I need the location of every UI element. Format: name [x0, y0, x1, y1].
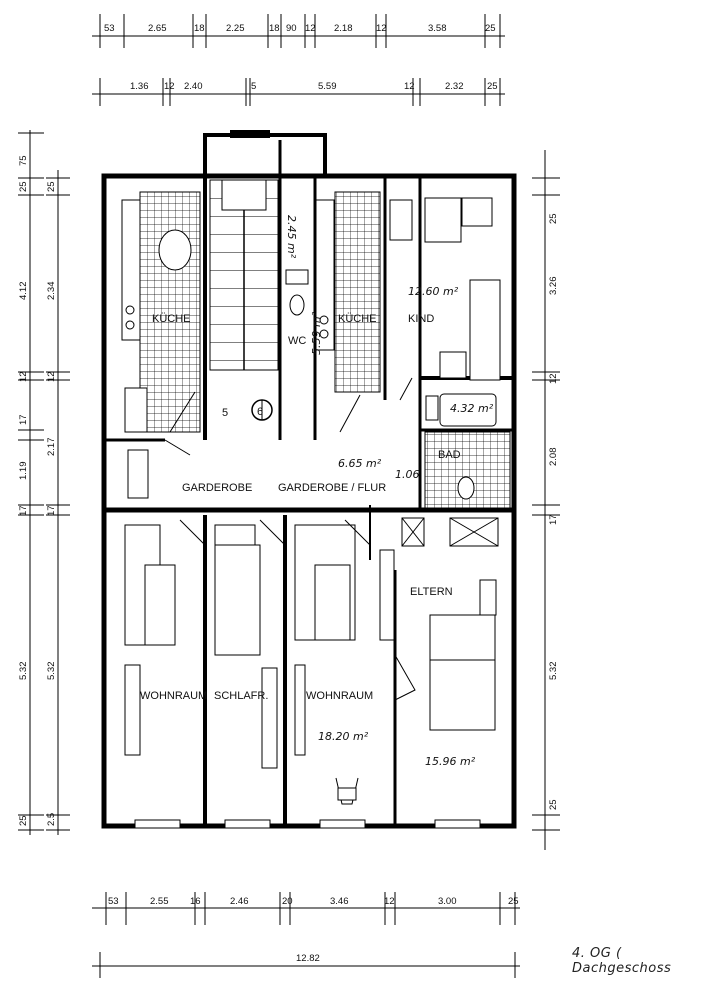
dim-right-0: 25: [548, 213, 559, 224]
dimension-bottom-row1: 53 2.55 16 2.46 20 3.46 12 3.00 25: [92, 892, 520, 925]
dim-bot-7: 3.00: [438, 896, 457, 907]
dim-bot-2: 16: [190, 896, 201, 907]
round-table-left: [158, 229, 192, 271]
door-swings: [164, 377, 416, 701]
dim-top2-6: 2.32: [445, 81, 464, 92]
dim-bot-0: 53: [108, 896, 119, 907]
windows: [134, 819, 481, 829]
area-flur: 6.65 m²: [338, 457, 382, 470]
dim-right-2: 12: [548, 373, 559, 384]
interior-walls: [104, 140, 514, 826]
room-label-kueche-left: KÜCHE: [152, 313, 191, 325]
dim-left1-1: 25: [18, 181, 29, 192]
room-label-schlafr: SCHLAFR.: [214, 690, 268, 702]
dim-left2-1: 2.34: [46, 282, 57, 301]
dim-top1-6: 12: [305, 23, 316, 34]
fixtures: [121, 197, 501, 805]
dimension-right: 25 3.26 12 2.08 17 5.32 25: [532, 150, 560, 850]
area-bad: 4.32 m²: [450, 402, 494, 415]
dim-bot-6: 12: [384, 896, 395, 907]
dim-top2-0: 1.36: [130, 81, 149, 92]
dim-left1-2: 4.12: [18, 282, 29, 301]
dim-bot-3: 2.46: [230, 896, 249, 907]
dim-top2-4: 5.59: [318, 81, 337, 92]
dim-bot-1: 2.55: [150, 896, 169, 907]
staircase: 5 6: [209, 179, 279, 421]
dim-left2-2: 12: [46, 371, 57, 382]
dim-left1-8: 25: [18, 815, 29, 826]
dim-top2-1: 12: [164, 81, 175, 92]
room-label-garderobe-flur: GARDEROBE / FLUR: [278, 482, 386, 494]
stair-number-5: 5: [222, 407, 228, 419]
dim-top1-2: 18: [194, 23, 205, 34]
dim-bot-5: 3.46: [330, 896, 349, 907]
tiled-floors: [139, 191, 511, 509]
dim-left1-3: 12: [18, 371, 29, 382]
dim-top2-5: 12: [404, 81, 415, 92]
dim-right-1: 3.26: [548, 277, 559, 296]
room-label-kind: KIND: [408, 313, 434, 325]
dim-left1-0: 75: [18, 155, 29, 166]
area-kind: 12.60 m²: [408, 285, 459, 298]
area-kueche-right: 5.59 m²: [310, 311, 323, 355]
dim-left2-4: 17: [46, 505, 57, 516]
dim-bot-8: 25: [508, 896, 519, 907]
dim-left2-6: 2.5: [46, 813, 57, 826]
dim-left2-0: 25: [46, 181, 57, 192]
dim-top1-1: 2.65: [148, 23, 167, 34]
bathtub-icon: [439, 393, 497, 427]
room-label-wc: WC: [288, 335, 306, 347]
room-label-kueche-right: KÜCHE: [338, 313, 377, 325]
outer-walls: [101, 130, 517, 829]
area-annotations: 12.60 m² 4.32 m² 6.65 m² 1.06 18.20 m² 1…: [285, 215, 494, 768]
area-wc: 2.45 m²: [285, 215, 298, 259]
stair-number-6: 6: [257, 406, 263, 418]
dim-top1-10: 25: [485, 23, 496, 34]
room-labels: KÜCHE WC KÜCHE KIND BAD GARDEROBE GARDER…: [140, 313, 461, 702]
dim-bot-total: 12.82: [296, 953, 320, 964]
dim-bot-4: 20: [282, 896, 293, 907]
dim-left2-3: 2.17: [46, 438, 57, 457]
dimension-left-inner: 25 2.34 12 2.17 17 5.32 2.5: [46, 170, 70, 835]
dim-top1-0: 53: [104, 23, 115, 34]
dim-top2-7: 25: [487, 81, 498, 92]
dimension-left-outer: 75 25 4.12 12 17 1.19 17 5.32 25: [18, 130, 44, 835]
kitchen-counter-left: [121, 199, 141, 341]
dim-top1-5: 90: [286, 23, 297, 34]
dimension-top-row1: 53 2.65 18 2.25 18 90 12 2.18 12 3.58 25: [92, 14, 505, 48]
dim-top2-2: 2.40: [184, 81, 203, 92]
dim-right-4: 17: [548, 514, 559, 525]
toilet-icon: [289, 294, 305, 316]
dim-left2-5: 5.32: [46, 662, 57, 681]
dimension-bottom-total: 12.82: [92, 952, 520, 978]
room-label-garderobe: GARDEROBE: [182, 482, 252, 494]
dim-top1-9: 3.58: [428, 23, 447, 34]
room-label-bad: BAD: [438, 449, 461, 461]
area-eltern: 15.96 m²: [425, 755, 476, 768]
dim-right-5: 5.32: [548, 662, 559, 681]
dim-top1-8: 12: [376, 23, 387, 34]
dim-left1-6: 17: [18, 505, 29, 516]
bed-eltern: [429, 614, 496, 731]
room-label-wohnraum-right: WOHNRAUM: [306, 690, 373, 702]
dim-top1-7: 2.18: [334, 23, 353, 34]
dimension-top-row2: 1.36 12 2.40 5 5.59 12 2.32 25: [92, 78, 505, 106]
dim-right-6: 25: [548, 799, 559, 810]
room-label-eltern: ELTERN: [410, 586, 453, 598]
dim-left1-5: 1.19: [18, 462, 29, 481]
area-flur-extra: 1.06: [395, 468, 420, 481]
dim-right-3: 2.08: [548, 448, 559, 467]
dim-top1-4: 18: [269, 23, 280, 34]
dim-top1-3: 2.25: [226, 23, 245, 34]
room-label-wohnraum-left: WOHNRAUM: [140, 690, 207, 702]
floor-note: 4. OG ( Dachgeschoss: [572, 946, 672, 976]
area-wohnraum: 18.20 m²: [318, 730, 369, 743]
bed-kind: [424, 197, 462, 243]
dim-left1-4: 17: [18, 414, 29, 425]
dim-top2-3: 5: [251, 81, 256, 92]
dim-left1-7: 5.32: [18, 662, 29, 681]
